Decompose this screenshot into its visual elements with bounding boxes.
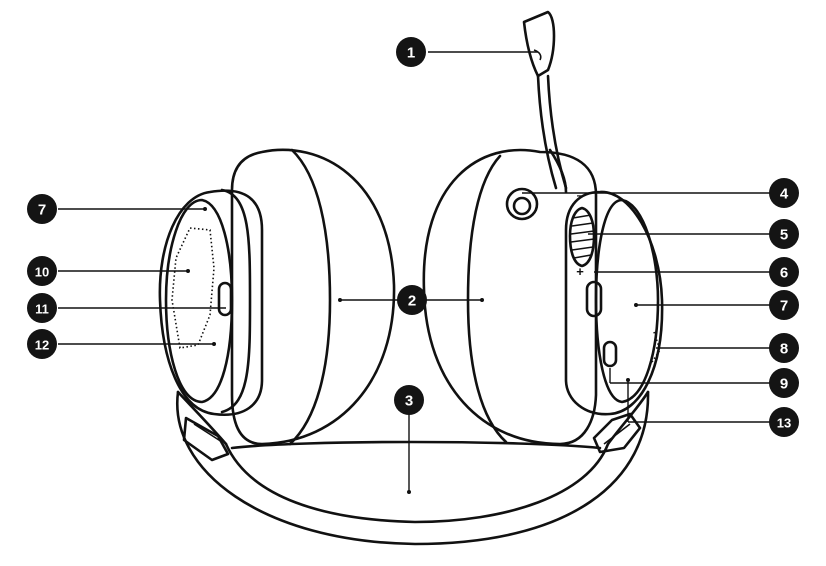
right-slider — [594, 414, 640, 452]
callout-12: 12 — [27, 329, 57, 359]
svg-text:7: 7 — [38, 202, 46, 219]
svg-text:1: 1 — [407, 45, 415, 62]
svg-text:9: 9 — [780, 376, 788, 393]
volume-plus-label: + — [576, 264, 584, 279]
callout-4: 4 — [769, 178, 799, 208]
svg-text:8: 8 — [780, 341, 788, 358]
svg-text:12: 12 — [35, 338, 49, 353]
leader-lines — [58, 52, 770, 492]
callout-9: 9 — [769, 368, 799, 398]
boom-mic — [524, 12, 566, 192]
small-button-icon — [604, 342, 616, 366]
svg-text:3: 3 — [405, 393, 413, 410]
right-earcup: – + — [424, 150, 662, 444]
left-earcup — [160, 150, 394, 444]
svg-text:6: 6 — [780, 265, 788, 282]
callout-5: 5 — [769, 219, 799, 249]
svg-text:11: 11 — [35, 302, 49, 317]
callout-1: 1 — [396, 37, 426, 67]
headband — [177, 392, 648, 544]
callout-3: 3 — [394, 385, 424, 415]
callout-13: 13 — [769, 407, 799, 437]
svg-text:5: 5 — [780, 227, 788, 244]
volume-wheel — [570, 208, 594, 266]
callout-7-left: 7 — [27, 194, 57, 224]
volume-minus-label: – — [577, 188, 584, 202]
power-button-icon — [587, 282, 601, 316]
callout-7-right: 7 — [769, 290, 799, 320]
callout-10: 10 — [27, 256, 57, 286]
callout-11: 11 — [27, 293, 57, 323]
callout-8: 8 — [769, 333, 799, 363]
svg-text:4: 4 — [780, 186, 789, 203]
left-button-icon — [219, 283, 231, 315]
svg-text:2: 2 — [408, 293, 416, 310]
callout-6: 6 — [769, 257, 799, 287]
svg-text:13: 13 — [777, 416, 791, 431]
callout-2: 2 — [397, 285, 427, 315]
svg-text:7: 7 — [780, 298, 788, 315]
svg-text:10: 10 — [35, 265, 49, 280]
